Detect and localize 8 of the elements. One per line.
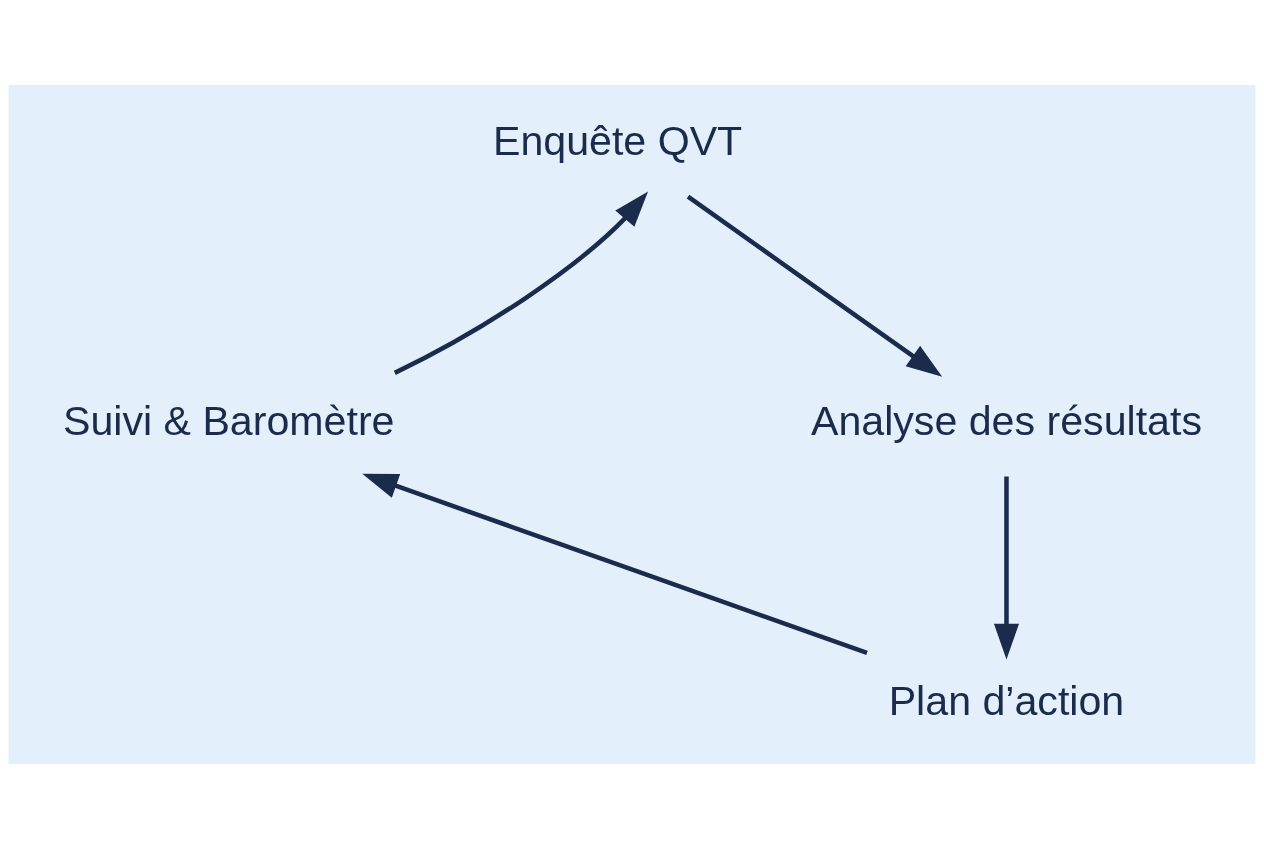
node-text: Enquête QVT	[492, 117, 743, 164]
node-text: Suivi & Baromètre	[62, 397, 395, 444]
arrow	[393, 190, 649, 375]
arrow	[362, 473, 868, 655]
arrow	[993, 476, 1020, 660]
node-text: Analyse des résultats	[810, 397, 1202, 444]
node-text: Plan d’action	[888, 677, 1125, 724]
arrow	[686, 194, 943, 377]
